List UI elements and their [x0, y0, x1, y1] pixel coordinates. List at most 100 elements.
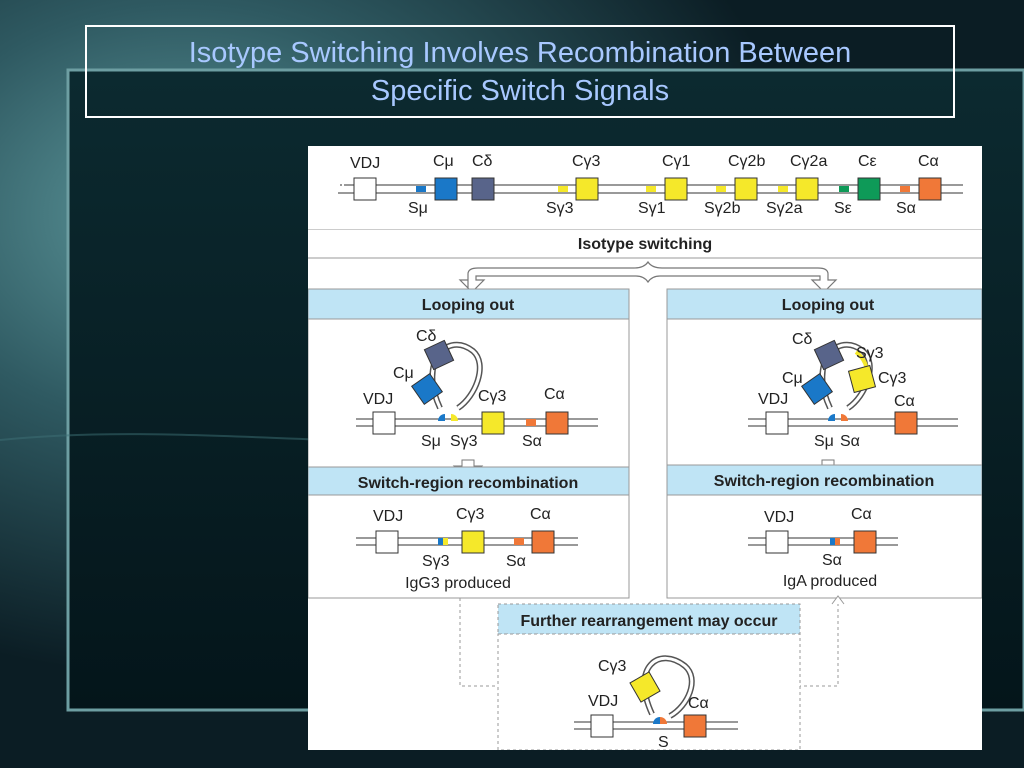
left-loop-c-mu [410, 372, 444, 406]
further-c-gamma3 [629, 671, 661, 703]
right-loop-c-gamma3 [847, 364, 877, 394]
label-s-mu: Sμ [408, 200, 428, 217]
left-result-vdj [375, 530, 399, 554]
s-gamma2a-region [778, 186, 788, 192]
right-result-label-c-alpha: Cα [851, 506, 872, 523]
s-gamma1-region [646, 186, 656, 192]
label-c-gamma1: Cγ1 [662, 153, 691, 170]
label-s-gamma1: Sγ1 [638, 200, 666, 217]
right-label-c-gamma3: Cγ3 [878, 370, 907, 387]
label-c-gamma3: Cγ3 [572, 153, 601, 170]
further-c-alpha [683, 714, 707, 738]
label-c-mu: Cμ [433, 153, 454, 170]
c-gamma2a-gene [795, 177, 819, 201]
left-loop-c-delta [423, 339, 455, 371]
c-mu-gene [434, 177, 458, 201]
left-label-s-alpha: Sα [522, 433, 542, 450]
right-loop-c-alpha [894, 411, 918, 435]
left-loop-c-gamma3 [481, 411, 505, 435]
left-loop-s-gamma3 [451, 414, 458, 421]
s-gamma2b-region [716, 186, 726, 192]
further-rearrangement-panel: Further rearrangement may occur Cγ3 VDJ … [459, 595, 845, 750]
left-label-c-alpha: Cα [544, 386, 565, 403]
s-gamma3-region [558, 186, 568, 192]
right-label-c-delta: Cδ [792, 331, 813, 348]
further-label-vdj: VDJ [588, 693, 618, 710]
left-loop-s-alpha [526, 419, 536, 426]
isotype-switching-diagram: VDJ Sμ Cμ Cδ Sγ3 Cγ3 Sγ1 Cγ1 Sγ2b Cγ2b S… [308, 146, 982, 750]
right-result-c-alpha [853, 530, 877, 554]
left-label-c-gamma3: Cγ3 [478, 388, 507, 405]
right-label-s-mu: Sμ [814, 433, 834, 450]
c-gamma1-gene [664, 177, 688, 201]
right-result-vdj [765, 530, 789, 554]
further-label-s: S [658, 734, 669, 750]
left-label-s-gamma3: Sγ3 [450, 433, 478, 450]
left-result-c-gamma3 [461, 530, 485, 554]
further-rearrangement-heading: Further rearrangement may occur [521, 613, 778, 630]
left-result-label-c-gamma3: Cγ3 [456, 506, 485, 523]
right-iga-produced: IgA produced [783, 573, 877, 590]
branch-arrow [458, 260, 838, 293]
label-s-gamma2b: Sγ2b [704, 200, 741, 217]
c-gamma2b-gene [734, 177, 758, 201]
left-result-label-vdj: VDJ [373, 508, 403, 525]
label-s-gamma2a: Sγ2a [766, 200, 803, 217]
left-label-vdj: VDJ [363, 391, 393, 408]
left-result-s-hybrid [438, 538, 443, 545]
left-result-c-alpha [531, 530, 555, 554]
left-result-label-c-alpha: Cα [530, 506, 551, 523]
right-loop-s-mu [828, 414, 835, 421]
right-recombination-heading: Switch-region recombination [714, 473, 934, 490]
label-s-epsilon: Sε [834, 200, 852, 217]
left-result-label-s-alpha: Sα [506, 553, 526, 570]
right-result-s-hybrid [830, 538, 835, 545]
label-c-gamma2b: Cγ2b [728, 153, 765, 170]
right-panel: Looping out Cδ Sγ3 Cγ3 Cμ VDJ Cα Sμ Sα S… [666, 288, 982, 599]
label-s-alpha: Sα [896, 200, 916, 217]
right-result-label-s-alpha: Sα [822, 552, 842, 569]
s-alpha-region [900, 186, 910, 192]
c-alpha-gene [918, 177, 942, 201]
vdj-segment [353, 177, 377, 201]
right-label-vdj: VDJ [758, 391, 788, 408]
slide-title: Isotype Switching Involves Recombination… [85, 25, 955, 118]
left-igg3-produced: IgG3 produced [405, 575, 511, 592]
left-loop-s-mu [438, 414, 445, 421]
left-panel: Looping out Cδ Cμ VDJ Cγ3 Cα Sμ Sγ3 Sα S… [308, 288, 630, 599]
right-loop-s-alpha [841, 414, 848, 421]
title-line-1: Isotype Switching Involves Recombination… [188, 36, 852, 69]
left-looping-out-heading: Looping out [422, 297, 515, 314]
label-s-gamma3: Sγ3 [546, 200, 574, 217]
further-vdj [590, 714, 614, 738]
right-label-s-gamma3: Sγ3 [856, 345, 884, 362]
right-label-c-alpha: Cα [894, 393, 915, 410]
title-line-2: Specific Switch Signals [370, 74, 670, 107]
label-c-alpha: Cα [918, 153, 939, 170]
right-loop-vdj [765, 411, 789, 435]
label-c-gamma2a: Cγ2a [790, 153, 827, 170]
s-epsilon-region [839, 186, 849, 192]
right-label-s-alpha: Sα [840, 433, 860, 450]
c-gamma3-gene [575, 177, 599, 201]
isotype-switching-heading: Isotype switching [578, 236, 712, 253]
left-loop-c-alpha [545, 411, 569, 435]
left-loop-vdj [372, 411, 396, 435]
further-s-hybrid [653, 717, 660, 724]
left-result-label-s-gamma3: Sγ3 [422, 553, 450, 570]
c-delta-gene [471, 177, 495, 201]
s-mu-region [416, 186, 426, 192]
right-label-c-mu: Cμ [782, 370, 803, 387]
left-label-c-delta: Cδ [416, 328, 437, 345]
label-vdj: VDJ [350, 155, 380, 172]
right-looping-out-heading: Looping out [782, 297, 875, 314]
right-loop-c-delta [813, 339, 845, 371]
germline-chromosome: VDJ Sμ Cμ Cδ Sγ3 Cγ3 Sγ1 Cγ1 Sγ2b Cγ2b S… [338, 153, 963, 217]
left-recombination-heading: Switch-region recombination [358, 475, 578, 492]
left-label-c-mu: Cμ [393, 365, 414, 382]
left-result-s-alpha [514, 538, 524, 545]
right-result-label-vdj: VDJ [764, 509, 794, 526]
further-label-c-gamma3: Cγ3 [598, 658, 627, 675]
further-label-c-alpha: Cα [688, 695, 709, 712]
c-epsilon-gene [857, 177, 881, 201]
